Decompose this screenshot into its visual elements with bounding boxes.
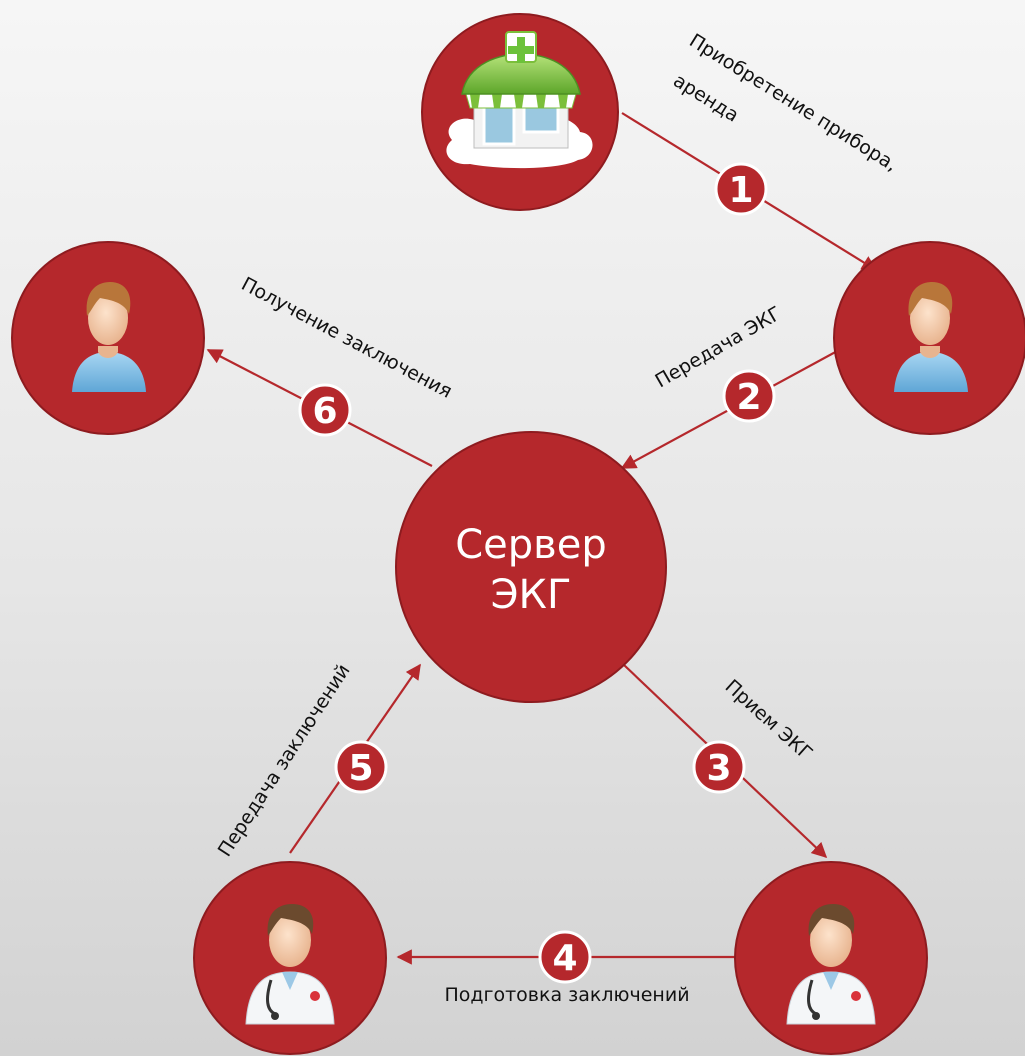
node-doctor-receiver bbox=[734, 861, 928, 1055]
step-badge-5: 5 bbox=[334, 740, 388, 794]
pharmacy-store-icon bbox=[446, 31, 593, 169]
step-number-5: 5 bbox=[348, 748, 373, 789]
step-label-4: Подготовка заключений bbox=[444, 984, 689, 1006]
step-label-1-line2: аренда bbox=[669, 70, 742, 127]
step-label-5: Передача заключений bbox=[214, 660, 355, 861]
step-number-2: 2 bbox=[736, 377, 761, 418]
step-badge-6: 6 bbox=[298, 383, 352, 437]
step-badge-4: 4 bbox=[538, 930, 592, 984]
server-title-line2: ЭКГ bbox=[491, 572, 572, 618]
step-badge-2: 2 bbox=[722, 369, 776, 423]
step-number-1: 1 bbox=[728, 170, 753, 211]
server-node: Сервер ЭКГ bbox=[395, 431, 667, 703]
patient-icon bbox=[894, 282, 968, 392]
node-doctor-sender bbox=[193, 861, 387, 1055]
step-number-3: 3 bbox=[706, 748, 731, 789]
node-pharmacy bbox=[421, 13, 619, 211]
server-title-line1: Сервер bbox=[455, 522, 607, 568]
step-number-4: 4 bbox=[552, 938, 577, 979]
node-patient-sender bbox=[833, 241, 1025, 435]
step-badges: 1 2 3 4 5 6 bbox=[298, 162, 776, 984]
step-badge-3: 3 bbox=[692, 740, 746, 794]
node-patient-receiver bbox=[11, 241, 205, 435]
step-badge-1: 1 bbox=[714, 162, 768, 216]
patient-icon bbox=[72, 282, 146, 392]
doctor-icon bbox=[245, 904, 335, 1025]
step-number-6: 6 bbox=[312, 391, 337, 432]
doctor-icon bbox=[786, 904, 876, 1025]
